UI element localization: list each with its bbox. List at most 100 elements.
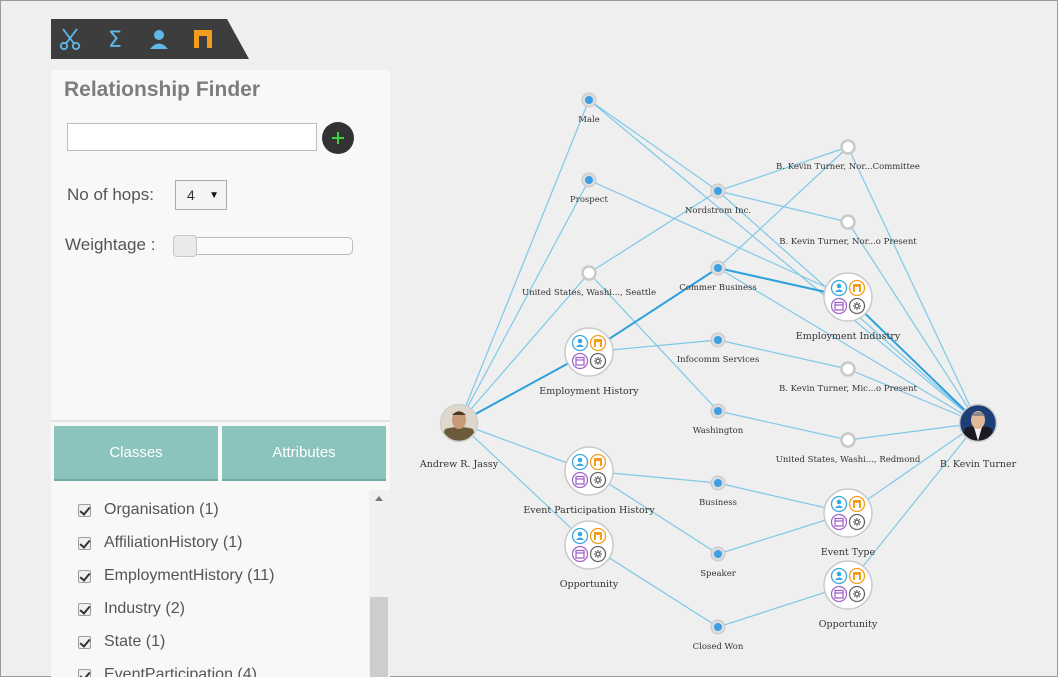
bookmark-icon [589,453,607,471]
graph-node-us_seattle[interactable]: United States, Washi..., Seattle [522,265,656,299]
graph-edge-male-nordstrom [588,99,719,192]
graph-node-kevin[interactable]: B. Kevin Turner [940,403,1017,471]
bookmark-icon[interactable] [190,26,216,52]
weightage-slider[interactable] [173,235,353,257]
graph-node-label: Infocomm Services [677,355,759,365]
graph-node-us_redmond[interactable]: United States, Washi..., Redmond [776,432,921,466]
calendar-icon [571,352,589,370]
graph-node-label: B. Kevin Turner, Nor...o Present [779,237,917,247]
graph-node-label: United States, Washi..., Redmond [776,455,921,465]
bookmark-icon [589,334,607,352]
graph-node-label: Washington [693,426,744,436]
graph-node-label: Commer Business [679,283,757,293]
calendar-icon [830,585,848,603]
graph-node-bkt_mic_present[interactable]: B. Kevin Turner, Mic...o Present [779,361,918,395]
tab-attributes[interactable]: Attributes [222,426,386,481]
checkbox[interactable] [78,602,91,616]
scroll-thumb[interactable] [370,597,388,677]
gear-icon [589,471,607,489]
graph-node-commer_business[interactable]: Commer Business [679,260,757,293]
graph-edge-commer_business-bkt_committee [717,146,849,269]
gear-icon [848,297,866,315]
gear-icon [848,585,866,603]
checkbox[interactable] [78,503,91,517]
checkbox[interactable] [78,668,91,677]
hops-label: No of hops: [67,185,154,204]
gear-icon [848,513,866,531]
graph-node-nordstrom[interactable]: Nordstrom Inc. [685,183,751,216]
toolbar-background [51,19,249,59]
graph-node-event_type[interactable]: Event Type [821,488,876,558]
graph-node-opportunity_left[interactable]: Opportunity [560,520,619,590]
bookmark-icon [848,495,866,513]
graph-node-label: Nordstrom Inc. [685,206,751,216]
graph-node-washington[interactable]: Washington [693,403,744,436]
graph-node-label: Event Participation History [523,505,655,516]
scroll-up-arrow-icon[interactable] [375,496,383,501]
class-list: Organisation (1) AffiliationHistory (1) … [51,490,390,677]
person-icon [830,495,848,513]
sigma-icon[interactable]: Σ [103,26,129,52]
graph-node-business[interactable]: Business [699,475,737,508]
scrollbar[interactable] [369,490,390,677]
graph-edges [458,99,979,628]
graph-node-label: Event Type [821,547,876,558]
graph-node-emp_industry[interactable]: Employment Industry [796,272,901,342]
graph-node-opportunity_right[interactable]: Opportunity [819,560,878,630]
person-icon [571,334,589,352]
graph-edge-andrew-prospect [458,179,590,424]
graph-edge-nordstrom-bkt_present [717,190,849,223]
class-item-affiliation-history[interactable]: AffiliationHistory (1) [78,531,242,555]
hops-select[interactable]: 4 ▼ [175,180,227,210]
bookmark-icon [848,279,866,297]
weightage-slider-handle[interactable] [173,235,197,257]
checkbox[interactable] [78,635,91,649]
calendar-icon [571,471,589,489]
calendar-icon [571,545,589,563]
graph-edge-infocomm-bkt_mic_present [717,339,849,370]
panel-title: Relationship Finder [64,78,261,101]
scissors-icon[interactable] [57,26,83,52]
graph-edge-us_seattle-washington [588,272,719,412]
add-button[interactable] [322,122,354,154]
checkbox[interactable] [78,536,91,550]
toolbar: Σ [51,19,249,59]
class-item-label: EventParticipation (4) [104,666,257,677]
graph-node-label: United States, Washi..., Seattle [522,288,656,298]
graph-node-closed_won[interactable]: Closed Won [693,619,744,652]
graph-node-prospect[interactable]: Prospect [570,172,609,205]
search-input[interactable] [67,123,317,151]
checkbox[interactable] [78,569,91,583]
graph-edge-nordstrom-bkt_committee [717,146,849,192]
weightage-label: Weightage : [65,235,156,254]
tab-classes[interactable]: Classes [54,426,218,481]
graph-edge-us_seattle-nordstrom [588,190,719,274]
graph-node-label: B. Kevin Turner [940,459,1017,470]
class-item-state[interactable]: State (1) [78,630,165,654]
graph-node-male[interactable]: Male [578,92,600,125]
class-item-event-participation[interactable]: EventParticipation (4) [78,663,257,677]
dropdown-arrow-icon: ▼ [209,190,219,201]
class-item-industry[interactable]: Industry (2) [78,597,185,621]
graph-edge-opportunity_right-kevin [847,422,979,586]
graph-node-label: Opportunity [819,619,878,630]
class-item-organisation[interactable]: Organisation (1) [78,498,219,522]
graph-edge-us_redmond-kevin [847,422,979,441]
calendar-icon [830,297,848,315]
graph-node-infocomm[interactable]: Infocomm Services [677,332,759,365]
graph-node-andrew[interactable]: Andrew R. Jassy [419,403,499,471]
person-icon[interactable] [146,26,172,52]
graph-node-bkt_present[interactable]: B. Kevin Turner, Nor...o Present [779,214,917,248]
avatar [441,405,477,441]
class-item-employment-history[interactable]: EmploymentHistory (11) [78,564,274,588]
graph-node-label: Male [578,115,600,125]
graph-node-speaker[interactable]: Speaker [700,546,737,579]
graph-node-event_part_history[interactable]: Event Participation History [523,446,655,516]
left-panel: Relationship Finder No of hops: 4 ▼ Weig… [51,70,390,677]
graph-node-emp_history[interactable]: Employment History [539,327,639,397]
graph-node-bkt_committee[interactable]: B. Kevin Turner, Nor...Committee [776,139,920,173]
graph-node-label: Closed Won [693,642,744,652]
graph-node-label: B. Kevin Turner, Nor...Committee [776,162,920,172]
